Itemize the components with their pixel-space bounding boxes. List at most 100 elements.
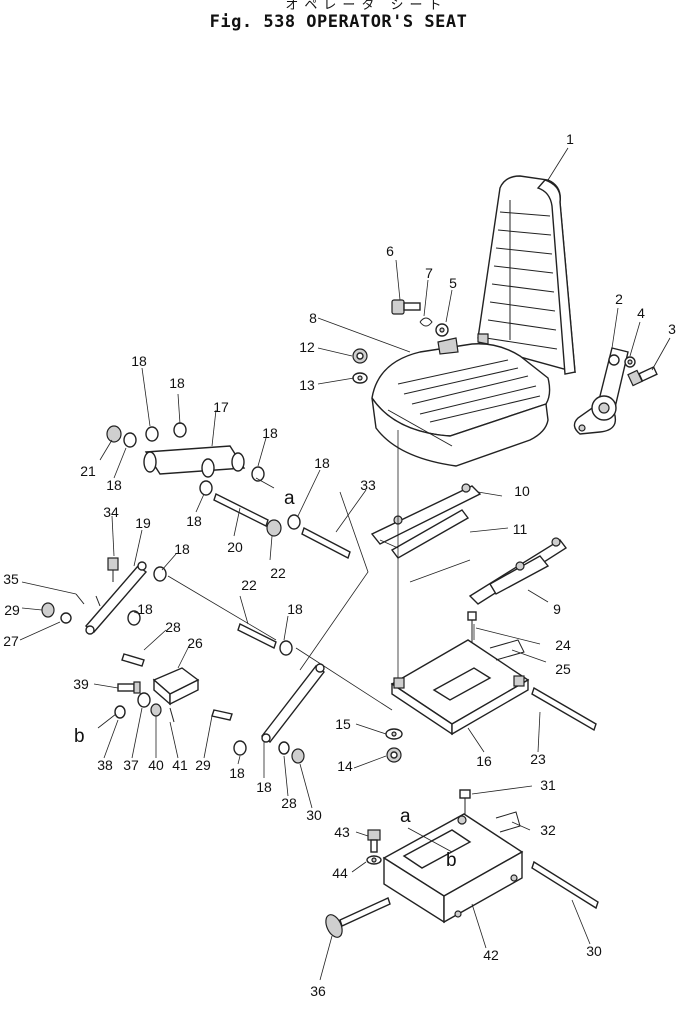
knob-37 xyxy=(325,897,391,938)
reference-letters: a a b b xyxy=(74,488,457,871)
seat-rail-9 xyxy=(468,537,568,605)
leader-lines xyxy=(19,147,671,981)
callout-35: 34 xyxy=(103,504,119,520)
ref-letter-b-left: b xyxy=(74,726,85,747)
callout-22a: 21 xyxy=(80,463,96,479)
seat-rail-10 xyxy=(370,483,482,559)
callout-16: 16 xyxy=(476,753,492,769)
callout-21: 20 xyxy=(227,539,243,555)
callout-18f: 18 xyxy=(186,513,202,529)
suspension-plate xyxy=(390,639,530,736)
callout-28a: 27 xyxy=(3,633,19,649)
bracket-26 xyxy=(489,639,525,661)
callout-18g: 18 xyxy=(174,541,190,557)
washer-39 xyxy=(114,705,126,719)
callout-6: 6 xyxy=(386,243,394,259)
callout-39: 38 xyxy=(97,757,113,773)
callout-18i: 18 xyxy=(287,601,303,617)
callout-13: 13 xyxy=(299,377,315,393)
bolt-3 xyxy=(627,366,658,387)
bolt-6 xyxy=(391,299,421,315)
center-lines xyxy=(167,430,475,853)
washer-4 xyxy=(624,356,636,368)
seat-mount-bracket xyxy=(382,813,524,924)
washer-13 xyxy=(352,372,368,384)
callout-5: 5 xyxy=(449,275,457,291)
nut-41 xyxy=(150,703,162,717)
callout-26: 25 xyxy=(555,661,571,677)
bolt-35 xyxy=(107,557,119,582)
nut-14 xyxy=(386,747,402,763)
callout-9: 9 xyxy=(553,601,561,617)
callout-31: 30 xyxy=(586,943,602,959)
pin-23 xyxy=(237,623,277,649)
bolt-40 xyxy=(117,681,141,694)
callout-15: 15 xyxy=(335,716,351,732)
callout-14: 14 xyxy=(337,758,353,774)
bushing-22 xyxy=(106,425,282,537)
callout-18c: 18 xyxy=(262,425,278,441)
bolt-44 xyxy=(367,829,381,853)
seat-cushion xyxy=(371,337,551,467)
callout-32: 31 xyxy=(540,777,556,793)
callout-36: 35 xyxy=(3,571,19,587)
callout-42: 41 xyxy=(172,757,188,773)
callout-1: 1 xyxy=(566,131,574,147)
callout-45: 44 xyxy=(332,865,348,881)
washer-45 xyxy=(366,855,382,865)
callout-18e: 18 xyxy=(106,477,122,493)
figure-title: Fig. 538 OPERATOR'S SEAT xyxy=(209,12,468,32)
pin-34 xyxy=(301,526,351,560)
bolt-25 xyxy=(467,611,477,642)
arm-20 xyxy=(84,561,148,635)
callout-24: 23 xyxy=(530,751,546,767)
arm-19 xyxy=(261,663,325,743)
shaft-24 xyxy=(531,686,597,732)
washers-28-30 xyxy=(41,602,305,764)
callout-44: 43 xyxy=(334,824,350,840)
clip-7 xyxy=(419,317,433,327)
callout-38: 37 xyxy=(123,757,139,773)
shaft-31 xyxy=(531,860,599,910)
callout-30a: 29 xyxy=(4,602,20,618)
callout-18a: 18 xyxy=(131,353,147,369)
callout-7: 7 xyxy=(425,265,433,281)
callout-37: 36 xyxy=(310,983,326,999)
callout-20: 19 xyxy=(135,515,151,531)
callout-10: 10 xyxy=(514,483,530,499)
callout-18b: 18 xyxy=(169,375,185,391)
callout-17: 17 xyxy=(213,399,229,415)
bushings-18 xyxy=(123,422,301,756)
callout-27: 26 xyxy=(187,635,203,651)
callout-3: 3 xyxy=(668,321,676,337)
callout-25: 24 xyxy=(555,637,571,653)
callout-19: 18 xyxy=(256,779,272,795)
pin-29 xyxy=(121,653,233,721)
link-frame-17 xyxy=(143,445,246,478)
callout-8: 8 xyxy=(309,310,317,326)
callout-22b: 22 xyxy=(270,565,286,581)
callout-12: 12 xyxy=(299,339,315,355)
callout-18j: 18 xyxy=(229,765,245,781)
callout-23: 22 xyxy=(241,577,257,593)
pin-36 xyxy=(75,593,101,607)
ref-letter-a-upper: a xyxy=(284,488,295,509)
block-27 xyxy=(152,667,200,706)
seat-backrest xyxy=(477,175,576,375)
ref-letter-a-lower: a xyxy=(400,806,411,827)
pin-42 xyxy=(169,707,175,723)
callout-34: 33 xyxy=(360,477,376,493)
callout-29b: 29 xyxy=(195,757,211,773)
callout-43: 42 xyxy=(483,947,499,963)
callout-4: 4 xyxy=(637,305,645,321)
callout-40: 39 xyxy=(73,676,89,692)
figure-subtitle-japanese: オペレータ シート xyxy=(285,0,448,13)
callout-29a: 28 xyxy=(165,619,181,635)
bolt-32 xyxy=(459,789,471,814)
callout-28b: 28 xyxy=(281,795,297,811)
callout-18h: 18 xyxy=(137,601,153,617)
pin-21 xyxy=(213,493,269,527)
washer-15 xyxy=(385,728,403,740)
ref-letter-b-lower: b xyxy=(446,850,457,871)
